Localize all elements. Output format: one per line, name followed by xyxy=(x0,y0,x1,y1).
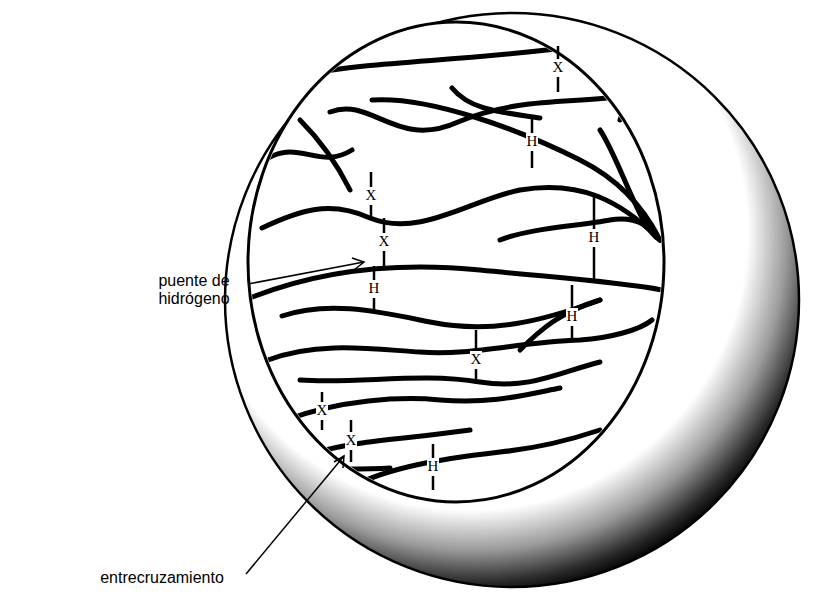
hydrogen-bond-symbol: H xyxy=(588,229,601,246)
hydrogen-bond-symbol: H xyxy=(368,280,381,297)
sphere xyxy=(225,13,799,587)
callout-label: entrecruzamiento xyxy=(100,569,224,587)
bond-lines xyxy=(322,46,594,490)
leader-lines xyxy=(246,258,364,574)
magnified-view xyxy=(248,22,664,502)
crosslink-symbol: X xyxy=(552,59,565,76)
polymer-chains xyxy=(250,42,662,490)
hydrogen-bond-symbol: H xyxy=(566,308,579,325)
crosslink-symbol: X xyxy=(470,351,483,368)
crosslink-symbol: X xyxy=(365,187,378,204)
hydrogen-bond-symbol: H xyxy=(427,458,440,475)
hydrogen-bond-symbol: H xyxy=(526,133,539,150)
callout-label: puente de hidrógeno xyxy=(138,272,250,309)
crosslink-symbol: X xyxy=(345,432,358,449)
crosslink-symbol: X xyxy=(378,233,391,250)
crosslink-symbol: X xyxy=(316,402,329,419)
